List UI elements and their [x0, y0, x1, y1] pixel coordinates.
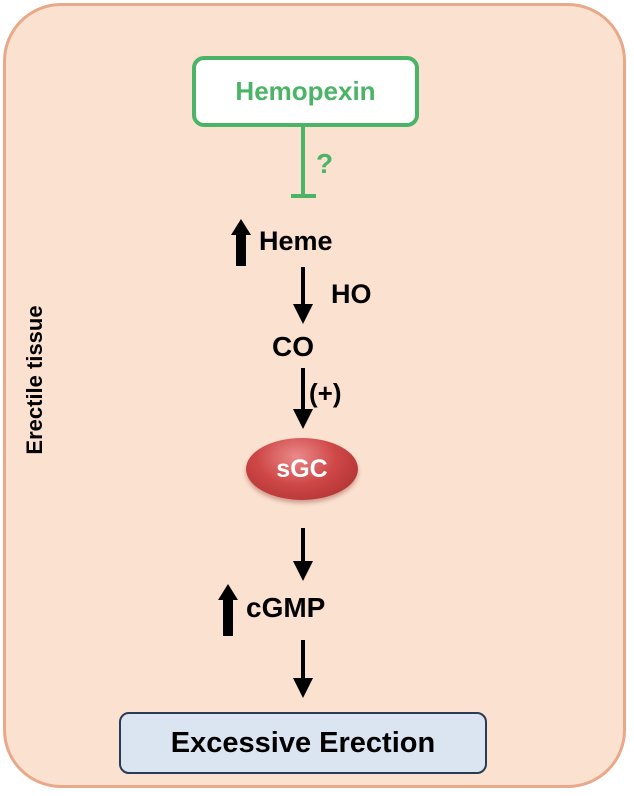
inhibition-bar-icon [291, 127, 316, 198]
excessive-erection-box: Excessive Erection [119, 712, 487, 774]
erectile-tissue-panel [3, 3, 626, 788]
sgc-node: sGC [246, 438, 358, 500]
hemopexin-box: Hemopexin [192, 56, 419, 127]
excessive-erection-label: Excessive Erection [170, 726, 436, 759]
hemopexin-label: Hemopexin [235, 76, 376, 106]
ho-enzyme-label: HO [331, 279, 372, 309]
up-arrow-icon [231, 219, 251, 266]
sgc-label: sGC [276, 454, 328, 483]
heme-label: Heme [259, 226, 333, 256]
cgmp-label: cGMP [246, 592, 326, 623]
up-arrow-icon [218, 584, 238, 636]
activation-label: (+) [309, 378, 342, 408]
uncertain-inhibition-mark: ? [316, 148, 334, 179]
co-label: CO [272, 331, 314, 362]
